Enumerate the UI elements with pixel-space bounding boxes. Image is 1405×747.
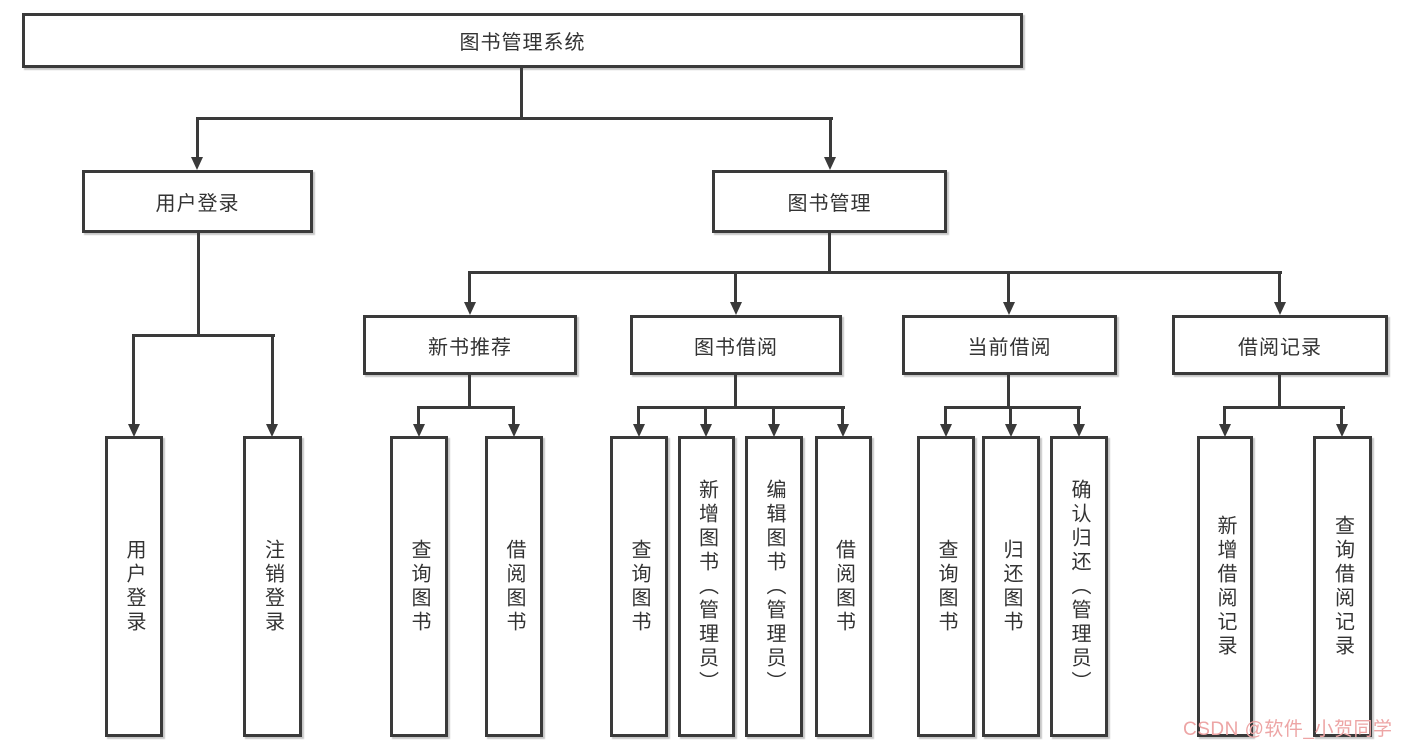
arrowhead-icon <box>508 424 520 437</box>
connector-line <box>829 117 832 160</box>
connector-line <box>1007 375 1010 409</box>
connector-line <box>1223 406 1345 409</box>
node-book-borrow: 图书借阅 <box>630 315 842 375</box>
node-book-management: 图书管理 <box>712 170 947 233</box>
connector-line <box>637 406 640 426</box>
connector-line <box>196 117 199 160</box>
arrowhead-icon <box>128 424 140 437</box>
node-new-book-recommend: 新书推荐 <box>363 315 577 375</box>
node-borrow-records: 借阅记录 <box>1172 315 1388 375</box>
connector-line <box>417 406 420 426</box>
connector-line <box>1009 406 1012 426</box>
arrowhead-icon <box>266 424 278 437</box>
leaf-add-borrow-record: 新增借阅记录 <box>1197 436 1253 737</box>
connector-line <box>704 406 707 426</box>
leaf-query-books-borrow: 查询图书 <box>610 436 668 737</box>
connector-line <box>1278 271 1281 304</box>
leaf-borrow-books: 借阅图书 <box>815 436 872 737</box>
connector-line <box>734 271 737 304</box>
arrowhead-icon <box>730 302 742 315</box>
connector-line <box>841 406 844 426</box>
connector-line <box>1223 406 1226 426</box>
arrowhead-icon <box>1336 424 1348 437</box>
connector-line <box>468 375 471 409</box>
leaf-logout: 注销登录 <box>243 436 302 737</box>
arrowhead-icon <box>633 424 645 437</box>
arrowhead-icon <box>824 157 836 170</box>
arrowhead-icon <box>413 424 425 437</box>
connector-line <box>734 375 737 409</box>
arrowhead-icon <box>464 302 476 315</box>
connector-line <box>512 406 515 426</box>
arrowhead-icon <box>1219 424 1231 437</box>
node-current-borrow: 当前借阅 <box>902 315 1117 375</box>
arrowhead-icon <box>191 157 203 170</box>
arrowhead-icon <box>1274 302 1286 315</box>
connector-line <box>944 406 1081 409</box>
connector-line <box>520 68 523 120</box>
connector-line <box>1278 375 1281 409</box>
leaf-query-borrow-record: 查询借阅记录 <box>1313 436 1372 737</box>
connector-line <box>132 334 275 337</box>
connector-line <box>637 406 845 409</box>
leaf-edit-books-admin: 编辑图书（管理员） <box>745 436 803 737</box>
connector-line <box>1077 406 1080 426</box>
connector-line <box>417 406 515 409</box>
connector-line <box>271 334 274 426</box>
connector-line <box>944 406 947 426</box>
connector-line <box>468 271 1282 274</box>
connector-line <box>132 334 135 426</box>
node-user-login: 用户登录 <box>82 170 313 233</box>
connector-line <box>1340 406 1343 426</box>
connector-line <box>772 406 775 426</box>
leaf-query-books-current: 查询图书 <box>917 436 975 737</box>
arrowhead-icon <box>837 424 849 437</box>
connector-line <box>1007 271 1010 304</box>
leaf-return-books: 归还图书 <box>982 436 1040 737</box>
arrowhead-icon <box>1073 424 1085 437</box>
leaf-add-books-admin: 新增图书（管理员） <box>678 436 735 737</box>
arrowhead-icon <box>768 424 780 437</box>
csdn-watermark: CSDN @软件_小贺同学 <box>1183 719 1393 740</box>
node-root: 图书管理系统 <box>22 13 1023 68</box>
arrowhead-icon <box>940 424 952 437</box>
arrowhead-icon <box>1003 302 1015 315</box>
connector-line <box>197 233 200 337</box>
arrowhead-icon <box>1005 424 1017 437</box>
connector-line <box>196 117 833 120</box>
arrowhead-icon <box>700 424 712 437</box>
leaf-confirm-return-admin: 确认归还（管理员） <box>1050 436 1108 737</box>
leaf-user-login: 用户登录 <box>105 436 163 737</box>
leaf-borrow-books-recommend: 借阅图书 <box>485 436 543 737</box>
connector-line <box>828 233 831 274</box>
connector-line <box>468 271 471 304</box>
leaf-query-books-recommend: 查询图书 <box>390 436 448 737</box>
